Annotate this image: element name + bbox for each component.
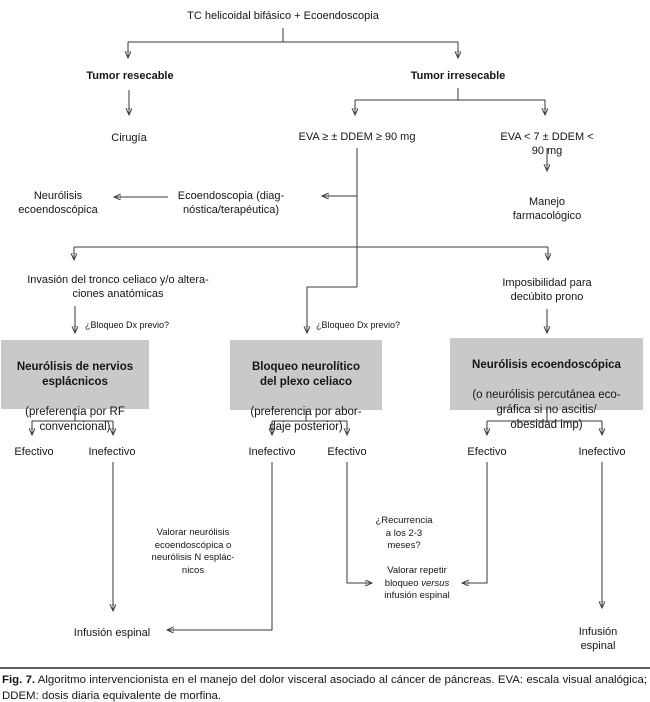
note-text: Valorar repetir bloqueo [384,565,447,589]
node-ecoendoscopia: Ecoendoscopia (diag- nóstica/terapéutica… [177,190,285,216]
box-subtitle: (o neurólisis percutánea eco- gráfica si… [472,389,621,431]
box-subtitle: (preferencia por RF convencional) [25,406,125,433]
outcome-inefectivo-2: Inefectivo [248,446,296,458]
box-neurolisis-esplacnicos: Neurólisis de nervios esplácnicos (prefe… [1,340,149,433]
node-infusion-espinal-right: Infusión espinal [578,626,618,652]
outcome-inefectivo-3: Inefectivo [578,446,626,458]
note-valorar-neurolisis: Valorar neurólisis ecoendoscópica o neur… [151,527,235,576]
note-recurrencia: ¿Recurrencia a los 2-3 meses? [375,515,433,551]
box-subtitle: (preferencia por abor- daje posterior) [250,406,362,433]
label-bloqueo-dx-left: ¿Bloqueo Dx previo? [85,320,170,330]
node-eva-alta: EVA ≥ ± DDEM ≥ 90 mg [298,131,416,143]
box-neurolisis-ecoendoscopica: Neurólisis ecoendoscópica (o neurólisis … [450,338,643,431]
node-cirugia: Cirugía [111,132,147,144]
note-valorar-repetir: Valorar repetir bloqueo versus infusión … [384,565,450,603]
box-title: Bloqueo neurolítico del plexo celiaco [252,361,360,388]
outcome-inefectivo-1: Inefectivo [88,446,136,458]
outcome-efectivo-3: Efectivo [467,446,507,458]
node-eva-baja: EVA < 7 ± DDEM < 90 mg [500,131,594,157]
node-invasion-tronco: Invasión del tronco celiaco y/o altera- … [27,274,209,300]
figure-caption: Fig. 7. Algoritmo intervencionista en el… [2,673,647,702]
node-tumor-resecable: Tumor resecable [86,70,174,82]
node-manejo-farmacologico: Manejo farmacológico [512,196,582,222]
box-title: Neurólisis ecoendoscópica [472,359,621,371]
note-text: infusión espinal [384,590,450,601]
outcome-efectivo-2: Efectivo [327,446,367,458]
node-neurolisis-ecoendoscopica: Neurólisis ecoendoscópica [18,190,98,216]
box-title: Neurólisis de nervios esplácnicos [16,361,134,388]
box-bloqueo-plexo-celiaco: Bloqueo neurolítico del plexo celiaco (p… [230,340,382,433]
node-tumor-irresecable: Tumor irresecable [410,70,506,82]
label-bloqueo-dx-center: ¿Bloqueo Dx previo? [316,320,401,330]
figure-caption-label: Fig. 7. [2,674,36,686]
node-infusion-espinal-left: Infusión espinal [73,627,151,639]
node-imposibilidad: Imposibilidad para decúbito prono [502,277,592,303]
figure-caption-text: Algoritmo intervencionista en el manejo … [2,674,647,702]
note-text-italic: versus [421,577,450,589]
node-root: TC helicoidal bifásico + Ecoendoscopia [187,10,379,22]
outcome-efectivo-1: Efectivo [14,446,54,458]
